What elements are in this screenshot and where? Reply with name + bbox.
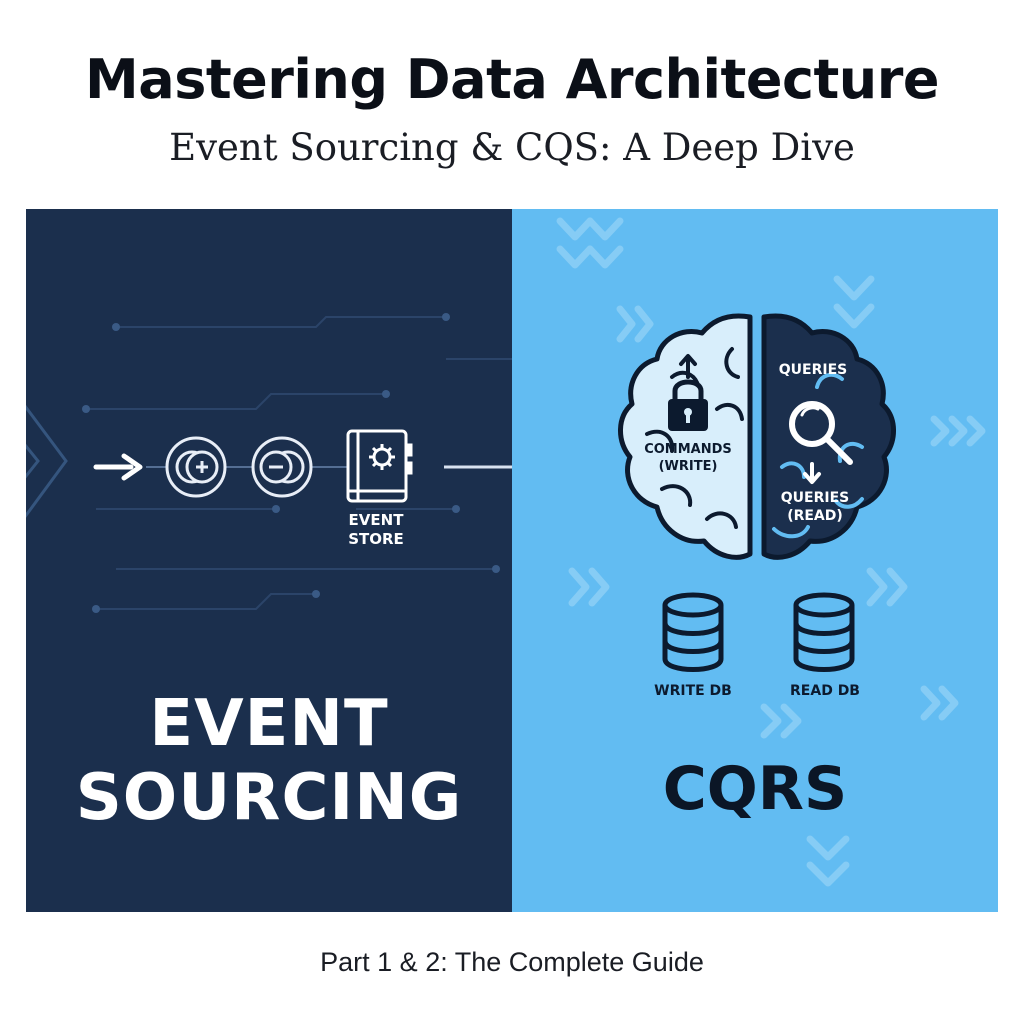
coin-minus-icon [251, 436, 313, 498]
queries-label: QUERIES [778, 362, 848, 378]
cqrs-heading: CQRS [662, 754, 848, 824]
read-db-label: READ DB [790, 683, 860, 699]
queries-read-label: QUERIES (READ) [780, 490, 850, 524]
event-store-label: EVENT STORE [348, 511, 404, 548]
lock-icon [668, 379, 708, 431]
background-chevrons [556, 217, 986, 887]
brain-queries-icon [761, 313, 896, 560]
event-sourcing-panel: EVENT STORE EVENT SOURCING [26, 209, 512, 912]
magnifier-icon [789, 401, 853, 465]
event-sourcing-illustration [26, 313, 512, 613]
write-db-icon [662, 592, 724, 672]
page-subtitle: Event Sourcing & CQS: A Deep Dive [169, 126, 855, 169]
coin-plus-icon [165, 436, 227, 498]
read-db-icon [793, 592, 855, 672]
write-db-label: WRITE DB [654, 683, 732, 699]
arrow-right-icon [93, 453, 143, 481]
page-title: Mastering Data Architecture [85, 48, 939, 111]
footer-caption: Part 1 & 2: The Complete Guide [320, 947, 704, 977]
event-sourcing-heading: EVENT SOURCING [75, 687, 463, 835]
brain-commands-icon [618, 313, 753, 560]
cqrs-panel: COMMANDS (WRITE) QUERIES QUERIES (READ) … [512, 209, 998, 912]
cqrs-illustration [556, 217, 986, 887]
event-store-book-icon [346, 429, 413, 503]
commands-write-label: COMMANDS (WRITE) [644, 442, 732, 474]
